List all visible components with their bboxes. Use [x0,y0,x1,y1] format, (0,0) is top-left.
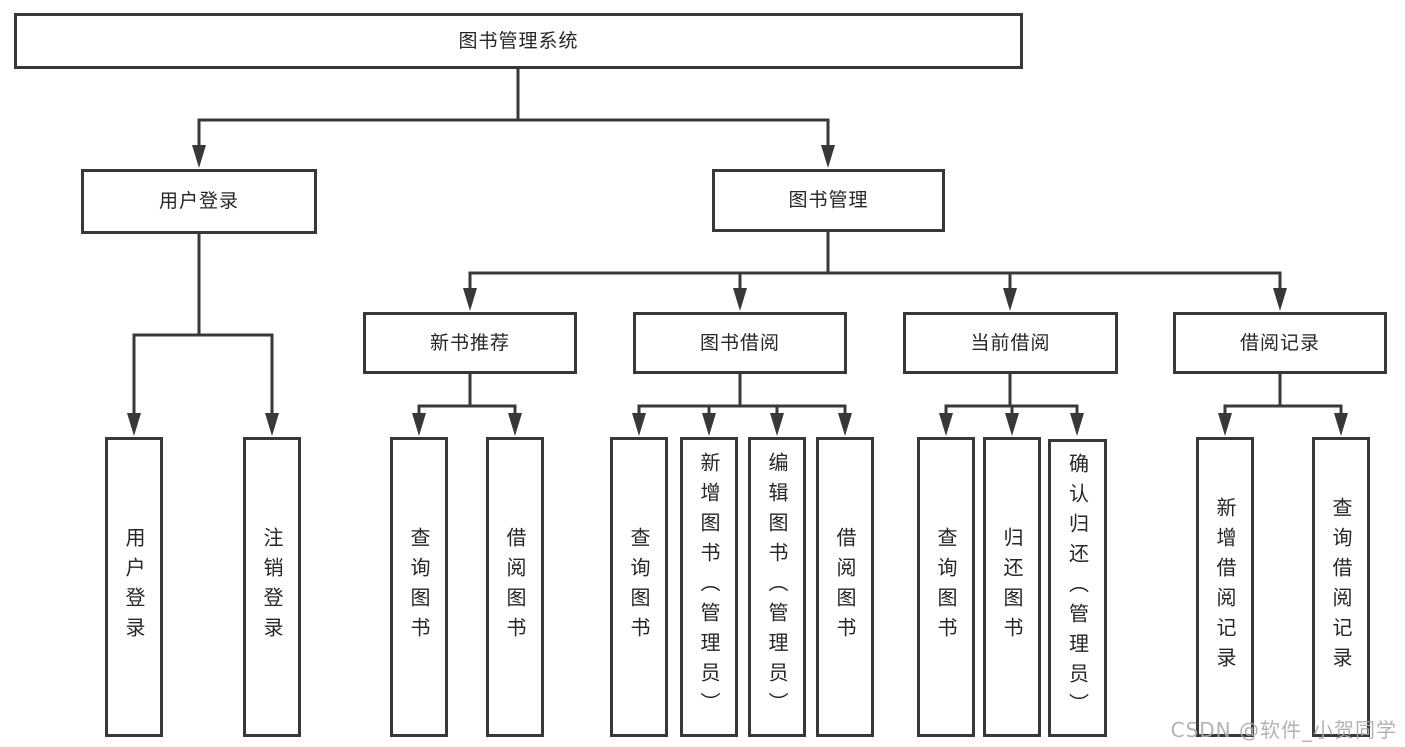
node-book-management: 图书管理 [712,169,945,232]
arrowhead-down [412,413,426,436]
node-user-login: 用户登录 [81,169,317,234]
arrowhead-down [632,413,646,436]
leaf-search-borrow-record: 查询借阅记录 [1312,437,1370,737]
leaf-search-books-current: 查询图书 [917,437,975,737]
leaf-return-book: 归还图书 [983,437,1041,737]
arrowhead-down [463,288,477,311]
arrowhead-down [838,413,852,436]
leaf-logout: 注销登录 [243,437,301,737]
arrowhead-down [702,413,716,436]
node-current-borrowing: 当前借阅 [903,312,1118,374]
leaf-add-book-admin: 新增图书（管理员） [680,437,738,737]
leaf-borrow-books-recommend: 借阅图书 [486,437,544,737]
node-borrowing-records: 借阅记录 [1173,312,1387,374]
arrowhead-down [1273,288,1287,311]
arrowhead-down [508,413,522,436]
arrowhead-down [939,413,953,436]
leaf-user-login: 用户登录 [105,437,163,737]
arrowhead-down [192,145,206,168]
arrowhead-down [127,413,141,436]
leaf-borrow-books-borrowing: 借阅图书 [816,437,874,737]
node-new-book-recommendation: 新书推荐 [363,312,577,374]
leaf-add-borrow-record: 新增借阅记录 [1196,437,1254,737]
leaf-search-books-recommend: 查询图书 [390,437,448,737]
leaf-search-books-borrowing: 查询图书 [610,437,668,737]
node-root: 图书管理系统 [14,13,1023,69]
arrowhead-down [1003,288,1017,311]
arrowhead-down [770,413,784,436]
csdn-watermark: CSDN @软件_小贺同学 [1170,718,1397,742]
arrowhead-down [265,413,279,436]
node-book-borrowing: 图书借阅 [633,312,847,374]
leaf-edit-book-admin: 编辑图书（管理员） [748,437,806,737]
arrowhead-down [1005,413,1019,436]
arrowhead-down [1218,413,1232,436]
arrowhead-down [1334,413,1348,436]
leaf-confirm-return-admin: 确认归还（管理员） [1048,439,1107,737]
arrowhead-down [821,145,835,168]
arrowhead-down [733,288,747,311]
arrowhead-down [1070,413,1084,436]
